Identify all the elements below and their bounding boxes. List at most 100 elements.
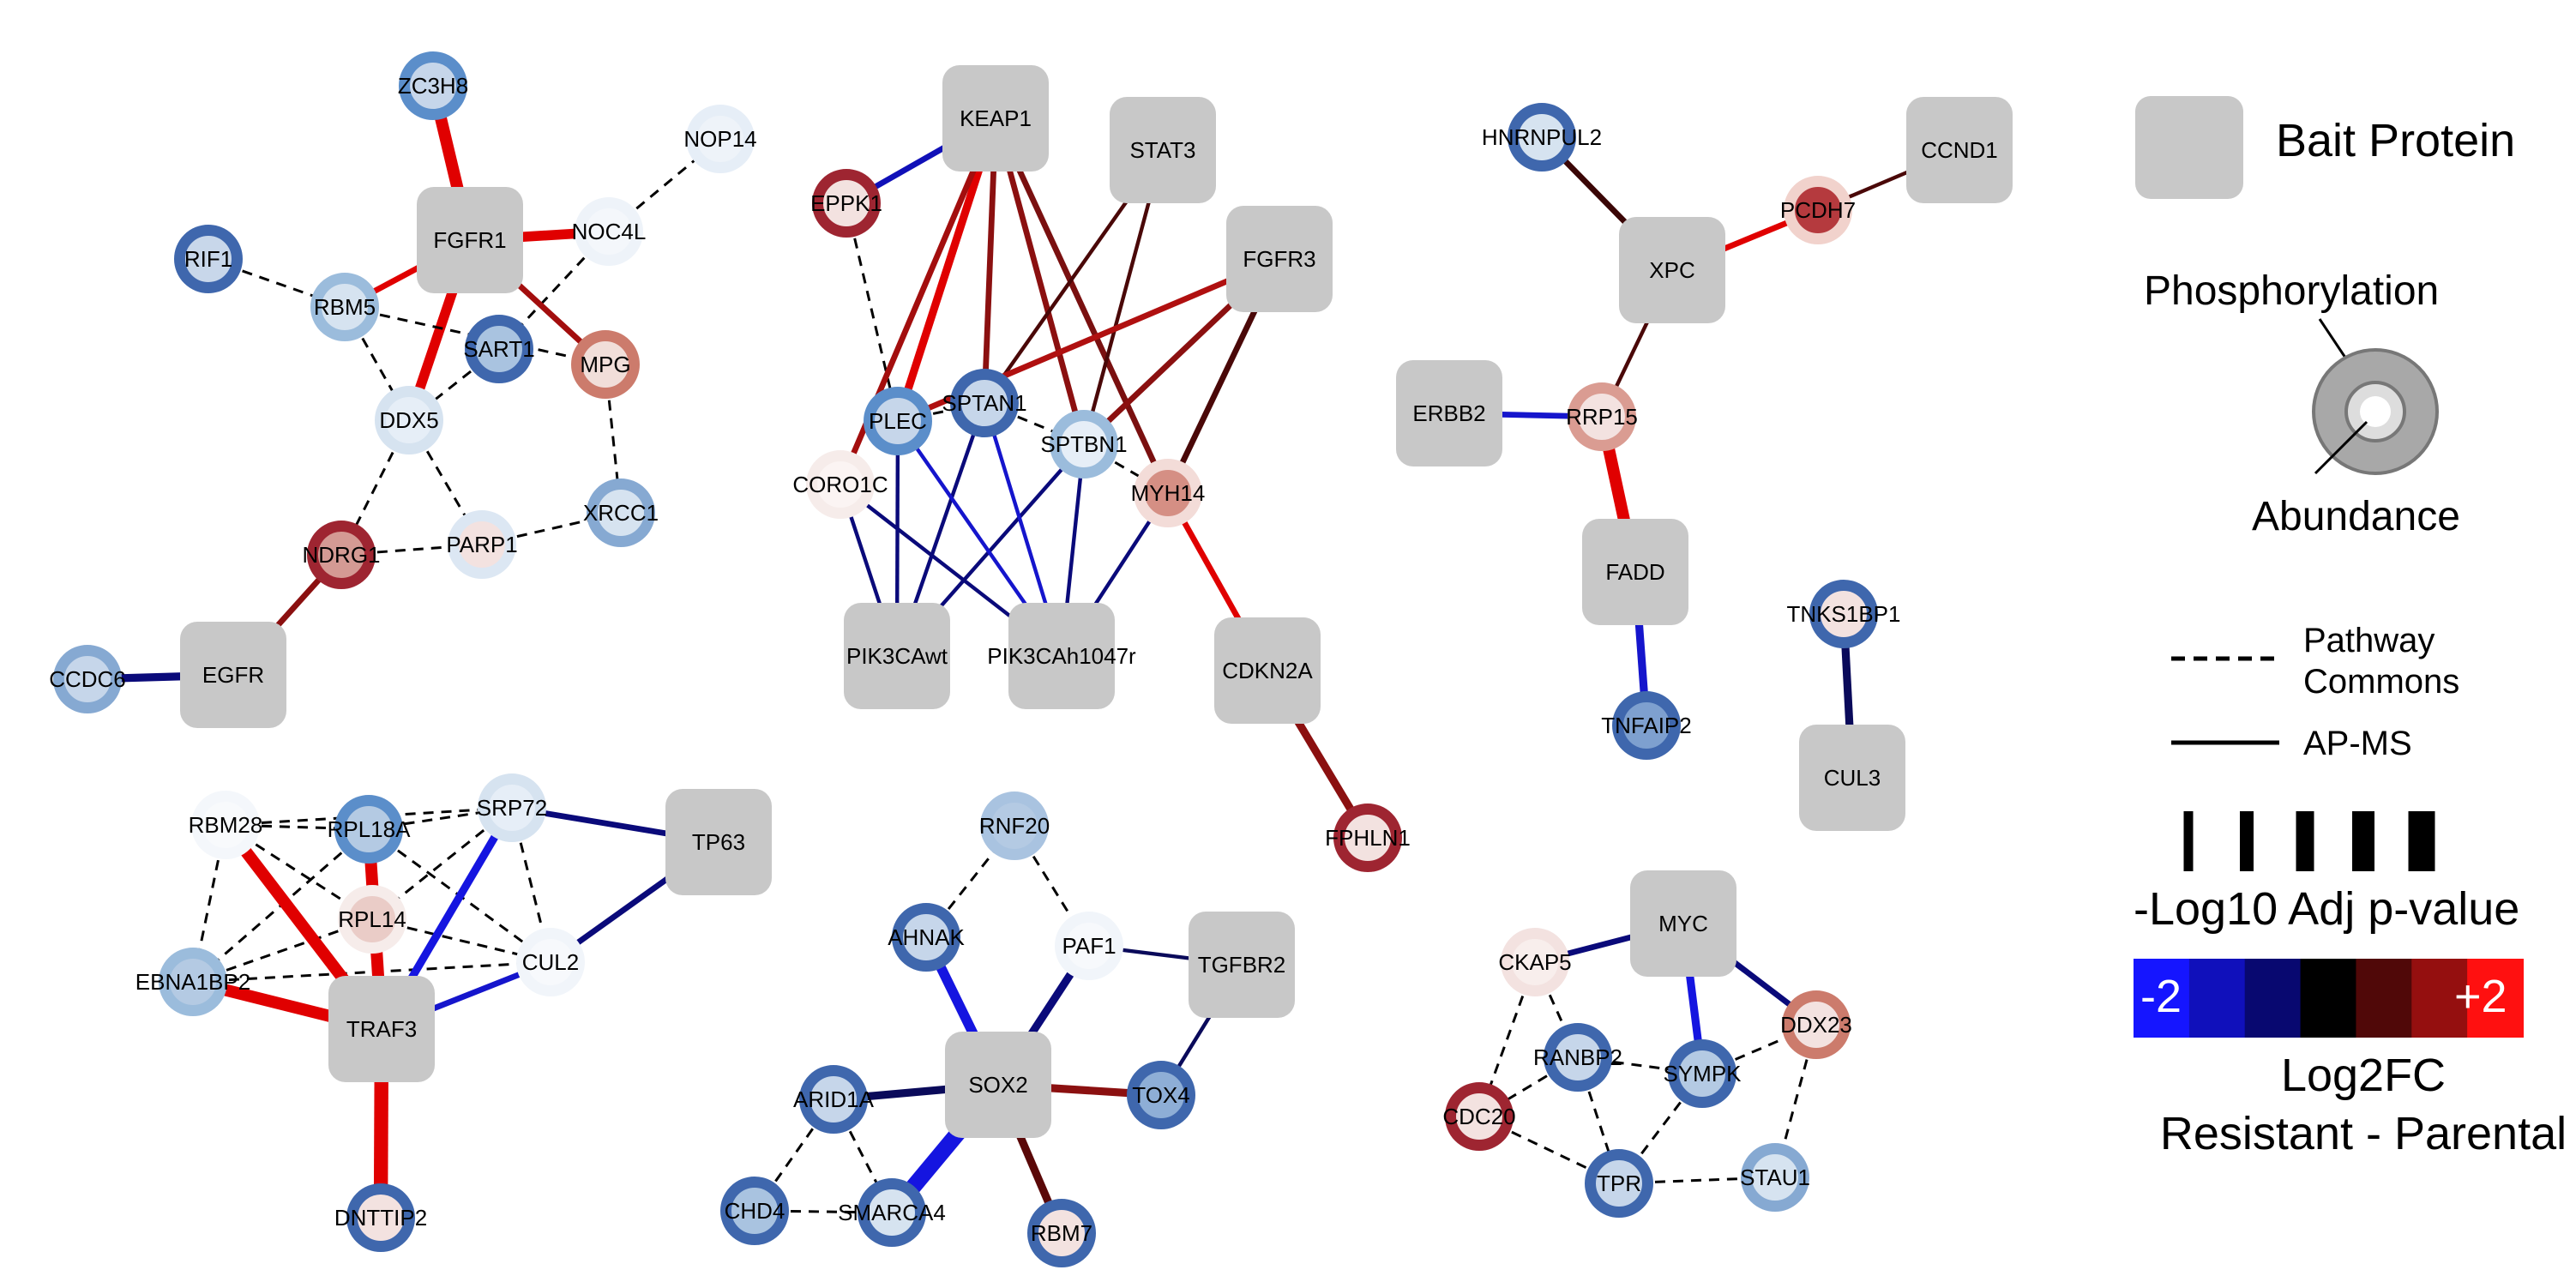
prey-circle	[686, 105, 755, 173]
node-label: XRCC1	[583, 500, 659, 526]
prey-circle	[858, 1178, 926, 1247]
legend-bait-swatch	[2135, 96, 2243, 199]
node-myh14: MYH14	[1131, 459, 1205, 527]
prey-circle	[338, 885, 406, 954]
node-sptan1: SPTAN1	[942, 369, 1027, 437]
prey-circle	[1445, 1082, 1514, 1151]
colorbar-segment-6	[2411, 959, 2469, 1038]
node-label: CORO1C	[792, 472, 888, 497]
node-tnks1bp1: TNKS1BP1	[1787, 580, 1901, 648]
node-traf3: TRAF3	[328, 976, 435, 1082]
prey-circle	[950, 369, 1019, 437]
bait-box	[1906, 97, 2013, 203]
bait-box	[1189, 912, 1295, 1018]
prey-circle	[516, 928, 585, 996]
node-label: NOP14	[683, 126, 756, 152]
prey-circle	[1741, 1143, 1809, 1212]
node-label: PIK3CAh1047r	[987, 643, 1136, 669]
legend-abundance-center	[2360, 396, 2391, 427]
node-label: CUL3	[1824, 765, 1881, 791]
node-label: MYC	[1658, 911, 1708, 936]
bait-box	[844, 603, 950, 709]
node-label: EBNA1BP2	[135, 969, 250, 995]
legend-phospho-label: Phosphorylation	[2144, 268, 2439, 314]
legend-apms-label: AP-MS	[2303, 725, 2412, 762]
node-hnrnpul2: HNRNPUL2	[1482, 103, 1602, 172]
node-noc4l: NOC4L	[572, 197, 646, 266]
node-label: CHD4	[725, 1198, 785, 1224]
prey-circle	[1134, 459, 1202, 527]
legend-abundance-label: Abundance	[2252, 494, 2460, 539]
node-xpc: XPC	[1619, 217, 1725, 323]
node-label: RBM5	[314, 294, 376, 320]
node-ranbp2: RANBP2	[1533, 1023, 1622, 1092]
node-ahnak: AHNAK	[888, 903, 965, 972]
edge-ebna1bp2-cul2	[192, 960, 551, 984]
node-rrp15: RRP15	[1566, 382, 1638, 451]
node-pik3cawt: PIK3CAwt	[844, 603, 950, 709]
prey-circle	[1784, 176, 1852, 244]
node-pik3cah1047r: PIK3CAh1047r	[987, 603, 1136, 709]
node-coro1c: CORO1C	[792, 450, 888, 519]
legend-abundance-pointer	[2314, 420, 2368, 475]
node-label: TP63	[692, 829, 745, 855]
node-label: PCDH7	[1780, 197, 1856, 223]
prey-circle	[587, 478, 655, 547]
pvalue-bar-2	[2240, 811, 2254, 871]
prey-circle	[465, 315, 533, 383]
node-tox4: TOX4	[1127, 1061, 1195, 1129]
node-label: PAF1	[1062, 933, 1116, 959]
node-rpl18a: RPL18A	[328, 795, 411, 864]
node-fphln1: FPHLN1	[1325, 804, 1411, 872]
node-sptbn1: SPTBN1	[1040, 410, 1128, 478]
node-label: CCND1	[1921, 137, 1998, 163]
prey-circle	[1585, 1149, 1653, 1218]
prey-circle	[1568, 382, 1636, 451]
node-label: SPTAN1	[942, 390, 1026, 416]
legend-pvalue-label: -Log10 Adj p-value	[2134, 883, 2519, 935]
node-rbm5: RBM5	[310, 273, 379, 341]
pvalue-bar-4	[2352, 811, 2374, 871]
prey-circle	[571, 330, 640, 399]
edge-eppk1-plec	[845, 202, 900, 422]
node-label: DDX23	[1780, 1012, 1852, 1038]
bait-box	[1226, 206, 1333, 312]
node-label: PARP1	[446, 532, 517, 557]
node-label: SPTBN1	[1040, 431, 1127, 457]
node-label: TOX4	[1132, 1082, 1189, 1108]
node-label: CCDC6	[49, 666, 126, 692]
node-parp1: PARP1	[446, 510, 518, 579]
prey-circle	[399, 51, 467, 120]
legend-pvalue-bars	[2183, 811, 2435, 871]
node-keap1: KEAP1	[942, 65, 1049, 172]
node-tgfbr2: TGFBR2	[1189, 912, 1295, 1018]
prey-circle	[159, 948, 227, 1016]
node-label: CKAP5	[1498, 949, 1571, 975]
prey-circle	[575, 197, 643, 266]
node-paf1: PAF1	[1055, 912, 1123, 980]
edge-keap1-myh14	[992, 117, 1171, 495]
prey-circle	[310, 273, 379, 341]
node-nop14: NOP14	[683, 105, 757, 173]
prey-circle	[864, 387, 932, 455]
node-label: TNFAIP2	[1601, 713, 1691, 738]
node-sox2: SOX2	[945, 1032, 1051, 1138]
prey-circle	[1127, 1061, 1195, 1129]
node-tpr: TPR	[1585, 1149, 1653, 1218]
node-label: KEAP1	[960, 105, 1032, 131]
node-rbm28: RBM28	[189, 791, 263, 859]
node-label: RIF1	[184, 246, 232, 272]
node-label: DDX5	[379, 407, 438, 433]
node-zc3h8: ZC3H8	[398, 51, 468, 120]
node-ccnd1: CCND1	[1906, 97, 2013, 203]
node-pcdh7: PCDH7	[1780, 176, 1856, 244]
node-label: PLEC	[869, 408, 927, 434]
node-stat3: STAT3	[1110, 97, 1216, 203]
node-label: TNKS1BP1	[1787, 601, 1901, 627]
prey-circle	[334, 795, 403, 864]
prey-circle	[1809, 580, 1878, 648]
node-label: RBM28	[189, 812, 263, 838]
node-label: RBM7	[1031, 1220, 1092, 1246]
node-label: PIK3CAwt	[846, 643, 948, 669]
